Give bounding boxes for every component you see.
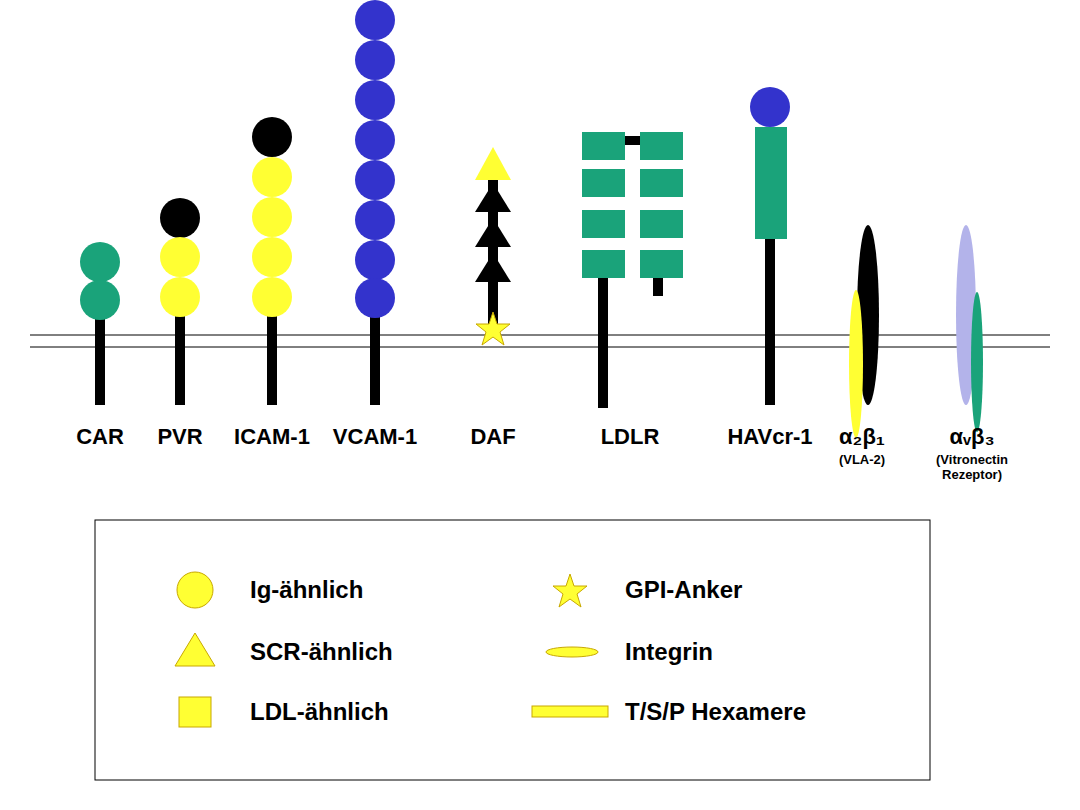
- car-domains: [80, 242, 120, 320]
- legend-text: T/S/P Hexamere: [625, 698, 806, 726]
- receptor-name: DAF: [470, 424, 515, 450]
- legend-samples: [175, 572, 608, 727]
- ldlr-domains: [582, 132, 683, 278]
- receptor-name: ICAM-1: [234, 424, 310, 450]
- legend-text: Integrin: [625, 638, 713, 666]
- legend-text: LDL-ähnlich: [250, 698, 389, 726]
- integrin-alias: (VLA-2): [812, 453, 912, 468]
- legend-frame: [95, 520, 930, 780]
- legend-text: SCR-ähnlich: [250, 638, 393, 666]
- vcam-domains: [355, 0, 395, 318]
- receptor-name: HAVcr-1: [727, 424, 812, 450]
- integrin-alias: (Vitronectin Rezeptor): [922, 453, 1022, 483]
- daf-domains: [475, 147, 511, 345]
- integrin-name: α₂β₁: [839, 424, 885, 450]
- legend-text: Ig-ähnlich: [250, 576, 363, 604]
- integrin-name: αᵥβ₃: [949, 424, 994, 450]
- receptor-name: VCAM-1: [333, 424, 417, 450]
- receptor-name: PVR: [157, 424, 202, 450]
- pvr-domains: [160, 198, 200, 317]
- receptor-name: LDLR: [601, 424, 660, 450]
- receptor-stems: [100, 160, 770, 408]
- havcr-domains: [750, 87, 790, 239]
- legend-text: GPI-Anker: [625, 576, 742, 604]
- integrin-avb3: [956, 225, 983, 432]
- integrin-a2b1: [849, 225, 879, 438]
- icam-domains: [252, 117, 292, 317]
- receptor-name: CAR: [76, 424, 124, 450]
